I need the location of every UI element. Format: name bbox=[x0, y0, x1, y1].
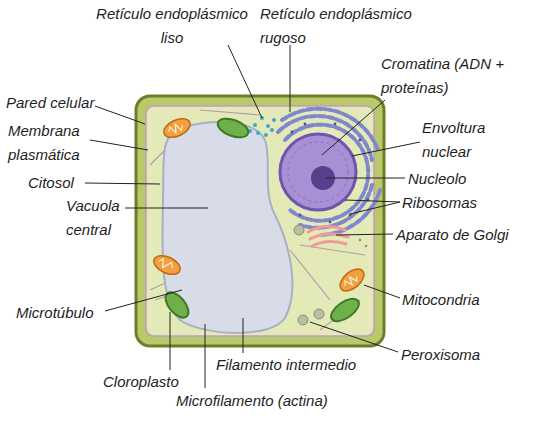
part-label: Retículo endoplásmico rugoso bbox=[260, 2, 425, 50]
chromatin bbox=[288, 142, 348, 202]
part-label: Citosol bbox=[28, 171, 108, 195]
part-label: Vacuola central bbox=[66, 194, 142, 242]
rough-er bbox=[278, 109, 380, 235]
part-label: Membrana plasmática bbox=[8, 119, 103, 167]
part-label: Aparato de Golgi bbox=[396, 223, 546, 247]
part-label: Filamento intermedio bbox=[216, 353, 396, 377]
intermediate-filament bbox=[290, 250, 330, 300]
part-label: Microtúbulo bbox=[16, 301, 126, 325]
part-label: Cloroplasto bbox=[103, 370, 223, 394]
part-label: Mitocondria bbox=[402, 288, 522, 312]
part-label: Envoltura nuclear bbox=[422, 116, 512, 164]
cell-wall bbox=[136, 96, 384, 346]
microfilament bbox=[200, 110, 260, 115]
part-label: Nucleolo bbox=[408, 167, 508, 191]
peroxisomes bbox=[294, 225, 324, 325]
intermediate-filament bbox=[300, 245, 365, 255]
cytosol bbox=[146, 106, 374, 336]
chloroplasts bbox=[161, 115, 362, 326]
part-label: Peroxisoma bbox=[401, 343, 521, 367]
part-label: Cromatina (ADN + proteínas) bbox=[381, 52, 506, 100]
part-label: Pared celular bbox=[6, 91, 146, 115]
mitochondria bbox=[151, 115, 368, 295]
nucleus bbox=[280, 134, 356, 210]
part-label: Microfilamento (actina) bbox=[176, 389, 376, 413]
part-label: Retículo endoplásmico liso bbox=[86, 2, 258, 50]
golgi-apparatus bbox=[308, 226, 348, 246]
smooth-er bbox=[248, 116, 276, 137]
part-label: Ribosomas bbox=[402, 191, 512, 215]
leader-lines bbox=[85, 45, 420, 388]
